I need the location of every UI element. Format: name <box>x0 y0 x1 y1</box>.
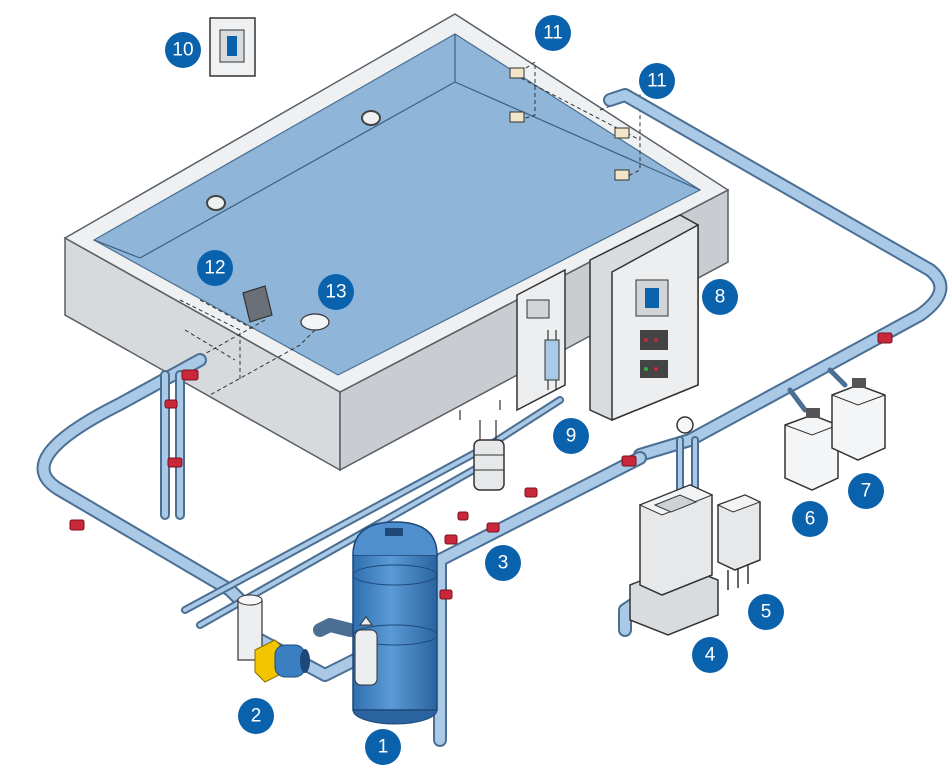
jet-nozzle <box>509 67 525 79</box>
valve <box>486 522 500 533</box>
valve <box>167 457 183 468</box>
chemical-canister-7 <box>831 378 886 461</box>
circulation-pump <box>237 594 310 683</box>
badge-12: 12 <box>197 250 233 286</box>
heat-exchanger <box>629 416 719 636</box>
pre-filter-strainer <box>459 400 505 491</box>
number-badges: 1 2 3 4 5 6 7 8 9 10 11 11 12 13 <box>165 15 884 765</box>
badge-2: 2 <box>238 698 274 734</box>
badge-5-label: 5 <box>761 602 772 623</box>
wall-switch <box>209 17 256 77</box>
valve <box>69 519 85 531</box>
badge-3-label: 3 <box>498 553 509 574</box>
badge-4-label: 4 <box>705 645 716 666</box>
badge-6: 6 <box>792 501 828 537</box>
badge-11b-label: 11 <box>647 71 667 92</box>
badge-4: 4 <box>692 637 728 673</box>
badge-12-label: 12 <box>204 258 225 279</box>
badge-9-label: 9 <box>566 426 577 447</box>
badge-13-label: 13 <box>325 282 346 303</box>
valve <box>457 511 469 521</box>
main-drain <box>300 313 330 331</box>
valve <box>444 534 458 545</box>
measuring-panel <box>516 268 566 412</box>
sand-filter-tank <box>352 521 438 725</box>
badge-8: 8 <box>702 279 738 315</box>
badge-9: 9 <box>553 418 589 454</box>
badge-2-label: 2 <box>251 706 262 727</box>
inlet-nozzle-right <box>361 110 381 126</box>
badge-8-label: 8 <box>715 287 726 308</box>
valve <box>181 369 199 381</box>
skimmer <box>242 285 273 323</box>
badge-6-label: 6 <box>805 509 816 530</box>
valve <box>621 455 637 467</box>
badge-13: 13 <box>318 274 354 310</box>
valve <box>439 589 453 600</box>
pipes <box>36 88 948 747</box>
valve <box>524 487 538 498</box>
badge-1: 1 <box>365 729 401 765</box>
badge-10: 10 <box>165 32 201 68</box>
inlet-nozzle-left <box>206 195 226 211</box>
badge-10-label: 10 <box>172 40 193 61</box>
pool-inner-corner <box>93 239 141 259</box>
badge-11b: 11 <box>639 63 675 99</box>
chemical-canister-6 <box>784 408 839 491</box>
jet-nozzle <box>614 169 630 181</box>
badge-7-label: 7 <box>861 481 872 502</box>
wall-piping-dashed <box>179 299 316 396</box>
dosing-unit <box>716 494 762 590</box>
badge-7: 7 <box>848 473 884 509</box>
jet-nozzle <box>614 127 630 139</box>
control-cabinet <box>589 214 699 422</box>
badge-11a-label: 11 <box>543 23 563 44</box>
badge-5: 5 <box>748 594 784 630</box>
badge-3: 3 <box>485 545 521 581</box>
badge-1-label: 1 <box>378 737 389 758</box>
valve <box>164 399 178 409</box>
badge-11a: 11 <box>535 15 571 51</box>
jet-nozzle <box>509 111 525 123</box>
valve <box>877 332 893 344</box>
